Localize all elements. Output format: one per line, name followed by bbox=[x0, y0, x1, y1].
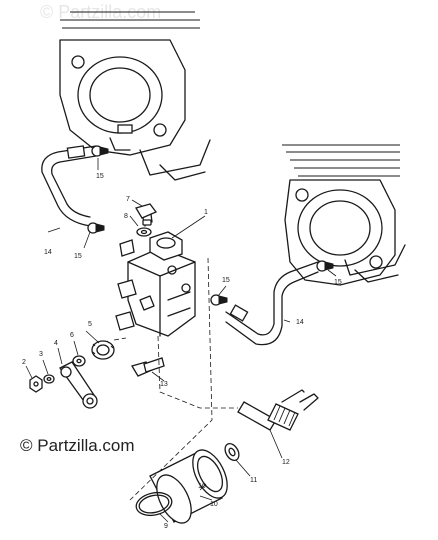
fitting-15-upper-a bbox=[91, 145, 109, 157]
leader-lines bbox=[25, 158, 337, 523]
fitting-15-upper-b bbox=[87, 222, 105, 234]
engine-cylinder-left bbox=[59, 11, 211, 181]
callout-labels: 1 2 3 4 5 6 7 8 9 10 11 12 13 14 14 15 1… bbox=[22, 173, 342, 530]
o-ring-9 bbox=[135, 491, 173, 517]
callout-15-left: 15 bbox=[74, 253, 82, 260]
callout-15-upper: 15 bbox=[96, 173, 104, 180]
callout-7: 7 bbox=[126, 196, 130, 203]
drive-shaft-12 bbox=[237, 389, 319, 431]
watermark-bottom: © Partzilla.com bbox=[20, 436, 135, 455]
callout-10: 10 bbox=[210, 501, 218, 508]
callout-1: 1 bbox=[204, 209, 208, 216]
callout-14-upper: 14 bbox=[44, 249, 52, 256]
oil-line-right bbox=[225, 261, 319, 346]
callout-4: 4 bbox=[54, 340, 58, 347]
callout-9: 9 bbox=[164, 523, 168, 530]
assembly-guide-lines bbox=[113, 257, 238, 501]
gear-5 bbox=[91, 340, 115, 360]
callout-6: 6 bbox=[70, 332, 74, 339]
callout-2: 2 bbox=[22, 359, 26, 366]
washer-8 bbox=[136, 227, 152, 237]
lever-arm-4 bbox=[59, 361, 98, 409]
callout-12: 12 bbox=[282, 459, 290, 466]
callout-15-right: 15 bbox=[334, 279, 342, 286]
washer-3 bbox=[43, 374, 55, 384]
callout-13: 13 bbox=[160, 381, 168, 388]
fitting-15-pump bbox=[210, 294, 228, 306]
callout-5: 5 bbox=[88, 321, 92, 328]
oil-pump-body bbox=[115, 231, 196, 337]
nut-2 bbox=[29, 375, 43, 393]
callout-15-pump: 15 bbox=[222, 277, 230, 284]
bolt-7 bbox=[135, 203, 158, 227]
oil-line-upper bbox=[41, 145, 97, 227]
seal-11 bbox=[224, 442, 240, 462]
callout-11: 11 bbox=[250, 477, 257, 484]
callout-8: 8 bbox=[124, 213, 128, 220]
callout-3: 3 bbox=[39, 351, 43, 358]
washer-6 bbox=[72, 355, 86, 367]
engine-cylinder-right bbox=[282, 144, 406, 286]
fitting-15-right bbox=[316, 260, 334, 272]
callout-16: 16 bbox=[198, 483, 206, 490]
callout-14-right: 14 bbox=[296, 319, 304, 326]
